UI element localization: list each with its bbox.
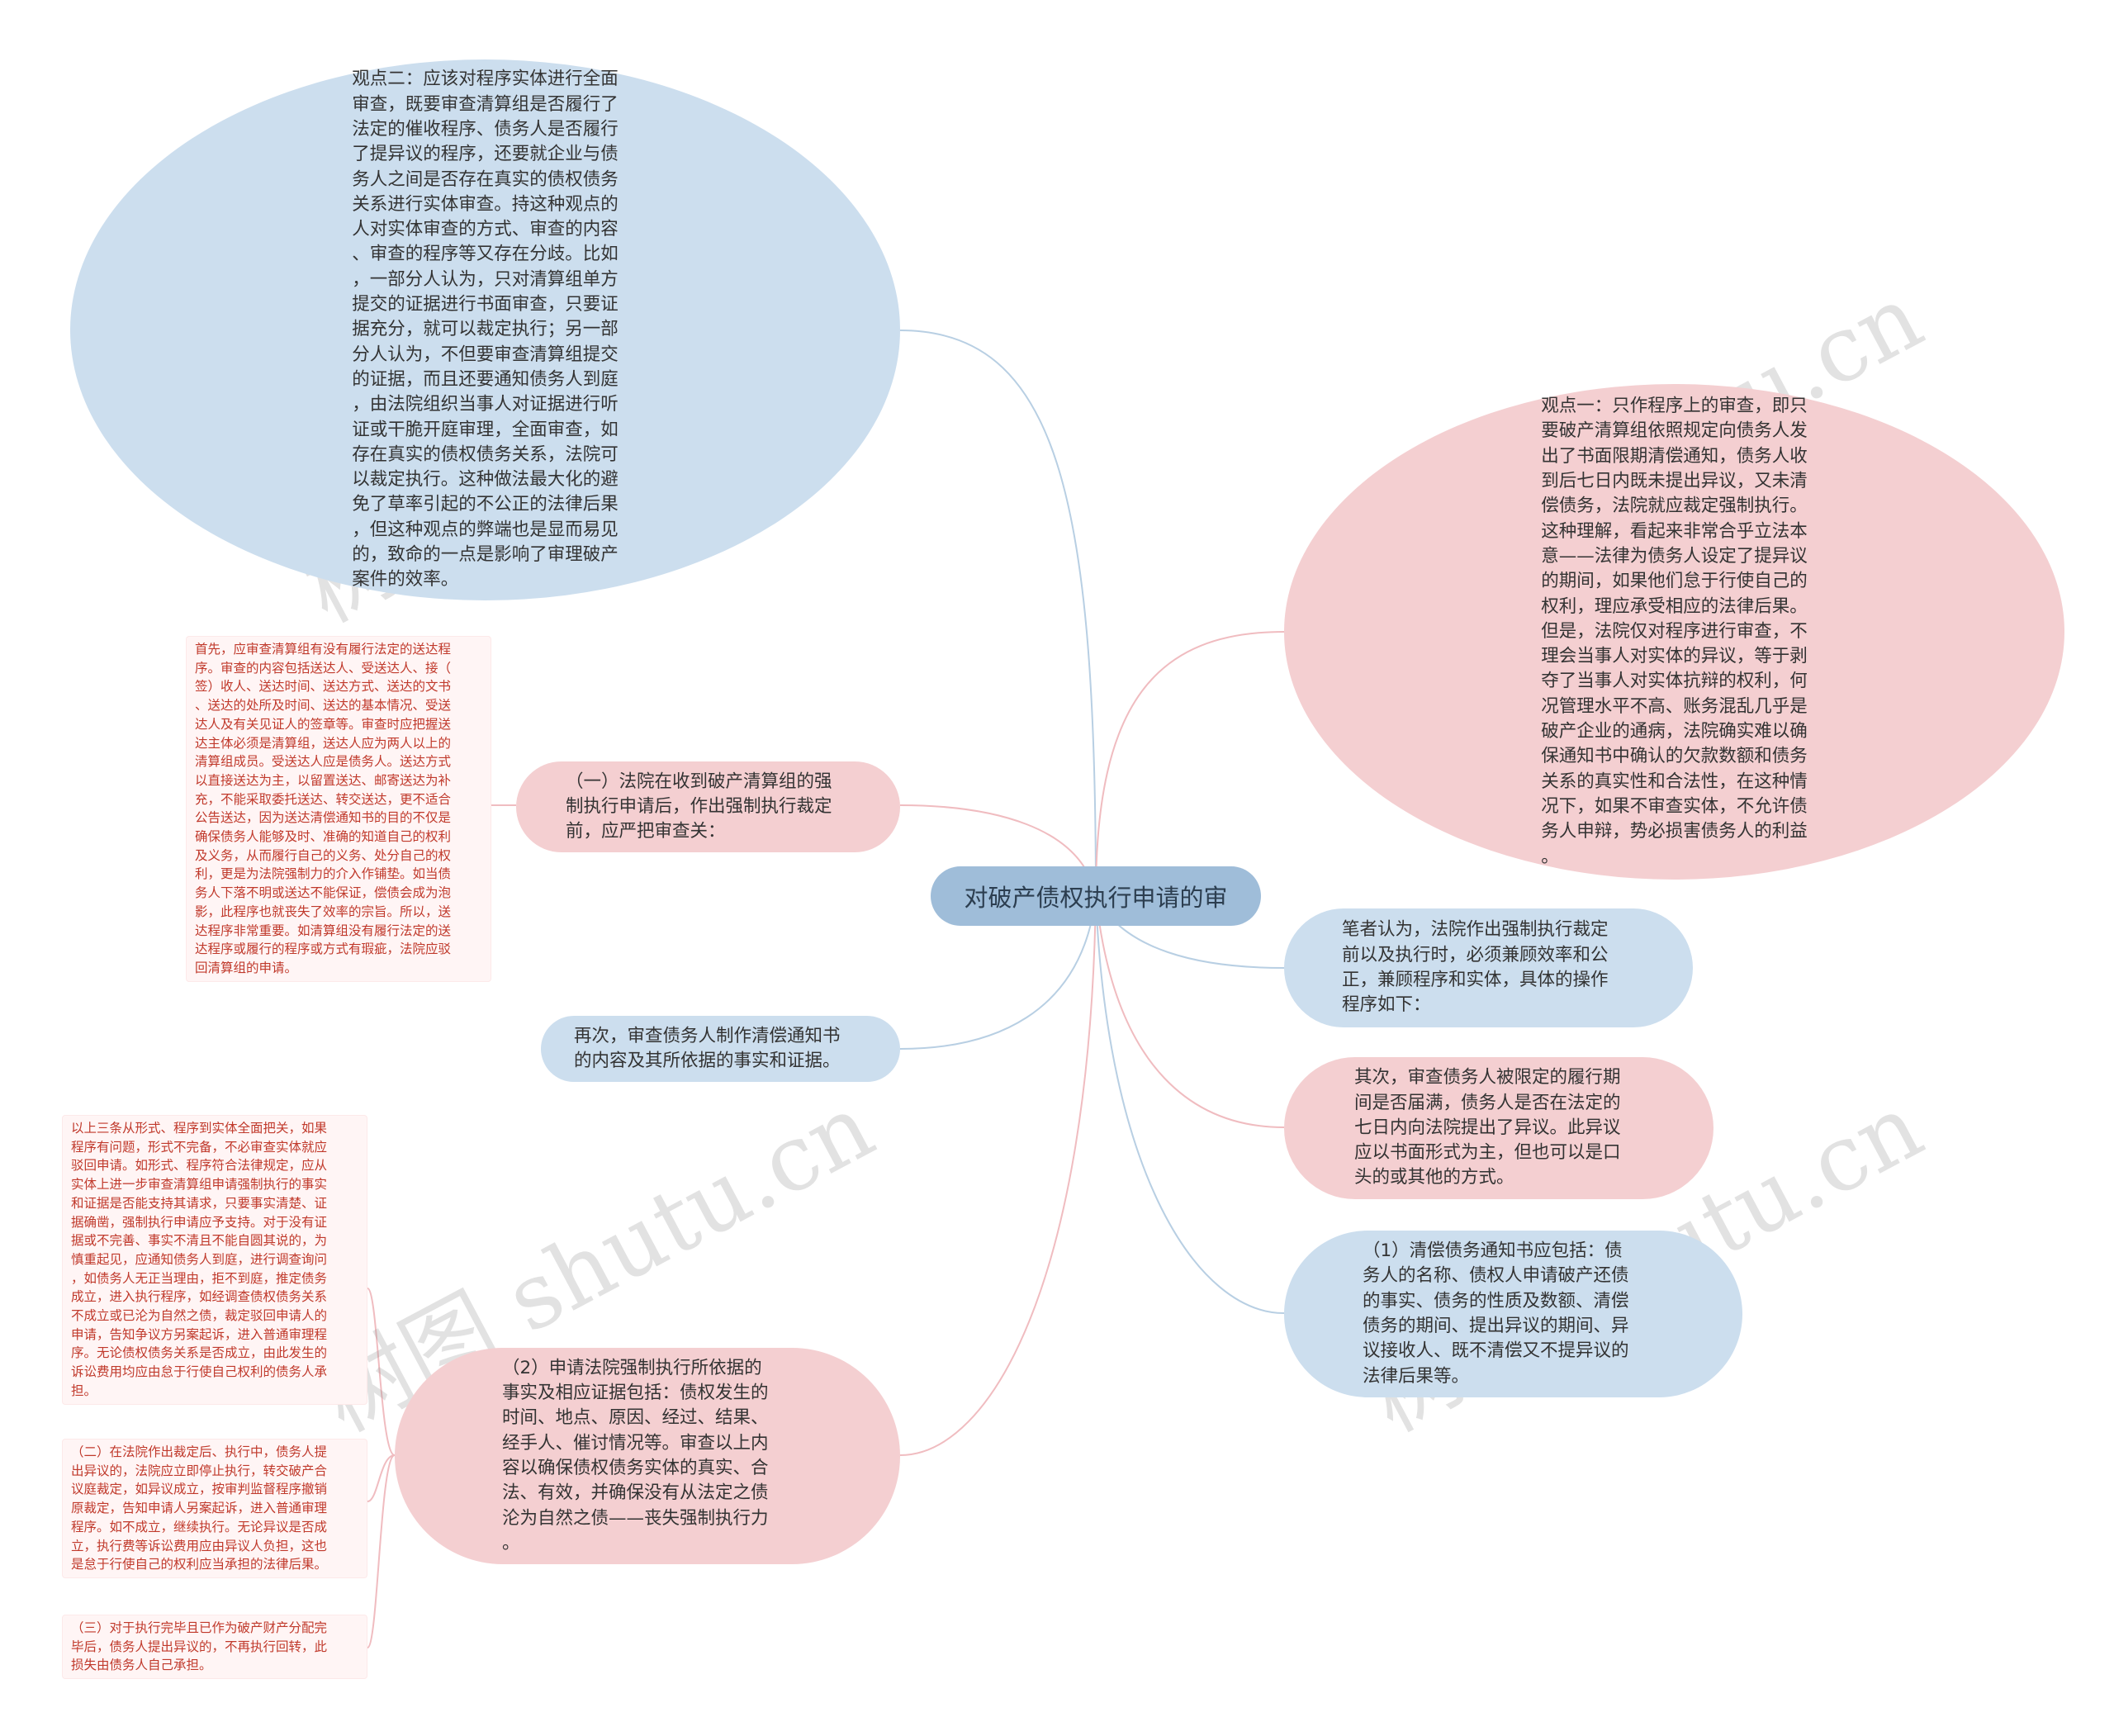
link-view1 [1095, 631, 1285, 897]
view1-text: 观点一：只作程序上的审查，即只 要破产清算组依照规定向债务人发 出了书面限期清偿… [1541, 396, 1808, 867]
link-completed [367, 1454, 396, 1648]
objection-note-text: （二）在法院作出裁定后、执行中，债务人提 出异议的，法院应立即停止执行，转交破产… [71, 1444, 328, 1572]
link-second [1095, 895, 1285, 1128]
apply-basis-node[interactable]: （2）申请法院强制执行所依据的 事实及相应证据包括：债权发生的 时间、地点、原因… [395, 1348, 900, 1564]
first-note[interactable]: 首先，应审查清算组有没有履行法定的送达程 序。审查的内容包括送达人、受送达人、接… [186, 636, 491, 982]
completed-note[interactable]: （三）对于执行完毕且已作为破产财产分配完 毕后，债务人提出异议的，不再执行回转，… [62, 1615, 367, 1680]
link-again [899, 895, 1097, 1050]
view1-node[interactable]: 观点一：只作程序上的审查，即只 要破产清算组依照规定向债务人发 出了书面限期清偿… [1284, 384, 2064, 880]
link-objection [367, 1454, 396, 1502]
again-node[interactable]: 再次，审查债务人制作清偿通知书 的内容及其所依据的事实和证据。 [541, 1016, 900, 1082]
court-receive-node[interactable]: （一）法院在收到破产清算组的强 制执行申请后，作出强制执行裁定 前，应严把审查关… [516, 761, 900, 852]
view2-text: 观点二：应该对程序实体进行全面 审查，既要审查清算组是否履行了 法定的催收程序、… [352, 69, 619, 591]
again-text: 再次，审查债务人制作清偿通知书 的内容及其所依据的事实和证据。 [574, 1025, 841, 1071]
link-apply-basis [899, 895, 1097, 1456]
three-rules-note[interactable]: 以上三条从形式、程序到实体全面把关，如果 程序有问题，形式不完备，不必审查实体就… [62, 1115, 367, 1405]
notice-content-text: （1）清偿债务通知书应包括：债 务人的名称、债权人申请破产还债 的事实、债务的性… [1363, 1240, 1629, 1387]
author-text: 笔者认为，法院作出强制执行裁定 前以及执行时，必须兼顾效率和公 正，兼顾程序和实… [1342, 919, 1609, 1016]
center-topic-label: 对破产债权执行申请的审 [964, 884, 1228, 912]
court-receive-text: （一）法院在收到破产清算组的强 制执行申请后，作出强制执行裁定 前，应严把审查关… [566, 771, 832, 842]
apply-basis-text: （2）申请法院强制执行所依据的 事实及相应证据包括：债权发生的 时间、地点、原因… [502, 1357, 769, 1553]
author-node[interactable]: 笔者认为，法院作出强制执行裁定 前以及执行时，必须兼顾效率和公 正，兼顾程序和实… [1284, 908, 1693, 1027]
link-view2 [899, 330, 1097, 897]
first-note-text: 首先，应审查清算组有没有履行法定的送达程 序。审查的内容包括送达人、受送达人、接… [195, 642, 452, 975]
completed-note-text: （三）对于执行完毕且已作为破产财产分配完 毕后，债务人提出异议的，不再执行回转，… [71, 1620, 328, 1673]
second-text: 其次，审查债务人被限定的履行期 间是否届满，债务人是否在法定的 七日内向法院提出… [1354, 1067, 1621, 1188]
link-notice-content [1095, 895, 1285, 1314]
objection-note[interactable]: （二）在法院作出裁定后、执行中，债务人提 出异议的，法院应立即停止执行，转交破产… [62, 1439, 367, 1578]
second-node[interactable]: 其次，审查债务人被限定的履行期 间是否届满，债务人是否在法定的 七日内向法院提出… [1284, 1057, 1713, 1199]
view2-node[interactable]: 观点二：应该对程序实体进行全面 审查，既要审查清算组是否履行了 法定的催收程序、… [70, 59, 900, 600]
notice-content-node[interactable]: （1）清偿债务通知书应包括：债 务人的名称、债权人申请破产还债 的事实、债务的性… [1284, 1231, 1742, 1397]
three-rules-note-text: 以上三条从形式、程序到实体全面把关，如果 程序有问题，形式不完备，不必审查实体就… [71, 1121, 328, 1398]
link-three-rules [367, 1288, 396, 1456]
center-topic[interactable]: 对破产债权执行申请的审 [931, 866, 1261, 926]
